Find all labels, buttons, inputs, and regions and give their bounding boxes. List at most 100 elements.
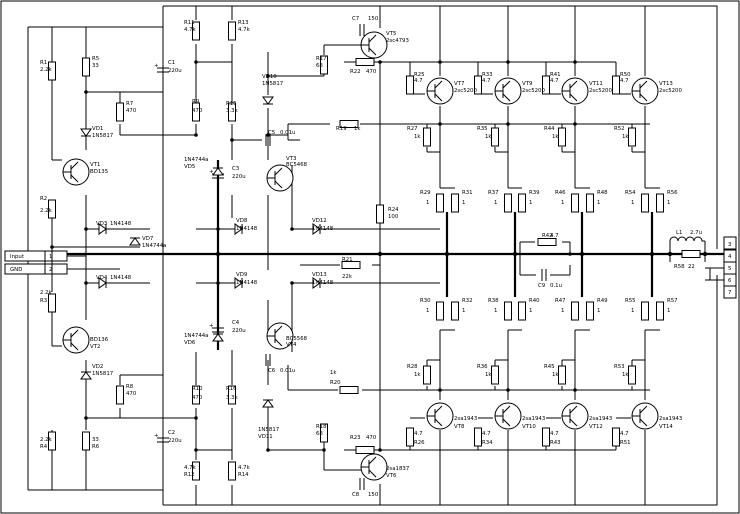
vd4-val: 1N4148 bbox=[110, 275, 132, 281]
r35-name: R35 bbox=[477, 126, 488, 132]
resistor-r36 bbox=[491, 365, 499, 385]
r42-name: R42 bbox=[542, 233, 553, 239]
resistor-r24 bbox=[376, 204, 384, 224]
r32-val: 1 bbox=[462, 308, 465, 314]
r28-name: R28 bbox=[407, 364, 418, 370]
r48-val: 1 bbox=[597, 200, 600, 206]
diode-vd10 bbox=[262, 96, 274, 105]
r48-name: R48 bbox=[597, 190, 608, 196]
resistor-r49 bbox=[586, 301, 594, 321]
resistor-r20 bbox=[339, 386, 359, 394]
resistor-r18 bbox=[320, 423, 328, 443]
r17-val: 68 bbox=[316, 63, 323, 69]
resistor-r12 bbox=[192, 461, 200, 481]
transistor-vt7 bbox=[426, 77, 454, 105]
diode-vd3 bbox=[98, 223, 107, 235]
c9-val: 0.1u bbox=[550, 283, 562, 289]
r41-name: R41 bbox=[550, 72, 561, 78]
diode-vd12 bbox=[312, 223, 321, 235]
capacitor-c9 bbox=[541, 269, 547, 281]
resistor-r23 bbox=[355, 446, 375, 454]
vt9-name: VT9 bbox=[522, 81, 533, 87]
vt5-name: VT5 bbox=[386, 31, 396, 37]
vd12-name: VD12 bbox=[312, 218, 327, 224]
r3-name: R3 bbox=[40, 298, 47, 304]
c5-name: C5 bbox=[268, 130, 275, 136]
c6-name: C6 bbox=[268, 368, 276, 374]
transistor-vt3 bbox=[266, 164, 294, 192]
resistor-r45 bbox=[558, 365, 566, 385]
resistor-r41 bbox=[542, 75, 550, 95]
r34-val: 4.7 bbox=[482, 431, 491, 437]
l1-val: 2.7u bbox=[690, 230, 702, 236]
r40-val: 1 bbox=[529, 308, 532, 314]
r31-name: R31 bbox=[462, 190, 473, 196]
r45-name: R45 bbox=[544, 364, 555, 370]
c8-name: C8 bbox=[352, 492, 360, 498]
vd1-val: 1N5817 bbox=[92, 133, 113, 139]
r11-val: 4.7k bbox=[184, 27, 197, 33]
r37-val: 1 bbox=[494, 200, 497, 206]
r50-name: R50 bbox=[620, 72, 631, 78]
vt7-val: 2sc5200 bbox=[454, 88, 477, 94]
c4-val: 220u bbox=[232, 328, 246, 334]
r10-name: R10 bbox=[192, 386, 203, 392]
resistor-r43 bbox=[542, 427, 550, 447]
vas-wiring bbox=[163, 6, 650, 505]
transistor-vt2 bbox=[62, 326, 90, 354]
vd9-val: 1N4148 bbox=[236, 280, 258, 286]
c4-name: C4 bbox=[232, 320, 240, 326]
r15-val: 3.3k bbox=[226, 108, 239, 114]
c3-val: 220u bbox=[232, 174, 246, 180]
svg-text:+: + bbox=[209, 323, 214, 329]
out-pin-6: 6 bbox=[728, 278, 732, 284]
vd11-name: VD11 bbox=[258, 434, 273, 440]
r56-name: R56 bbox=[667, 190, 678, 196]
pin-2: 2 bbox=[49, 267, 52, 273]
r29-val: 1 bbox=[426, 200, 429, 206]
vd10-val: 1N5817 bbox=[262, 81, 283, 87]
r32-name: R32 bbox=[462, 298, 473, 304]
r57-name: R57 bbox=[667, 298, 678, 304]
r55-val: 1 bbox=[631, 308, 634, 314]
r44-val: 1k bbox=[552, 134, 559, 140]
resistor-r3 bbox=[48, 293, 56, 313]
r25-val: 4.7 bbox=[414, 78, 423, 84]
r26-val: 4.7 bbox=[414, 431, 423, 437]
vt13-name: VT13 bbox=[659, 81, 673, 87]
resistor-r47 bbox=[571, 301, 579, 321]
r10-val: 470 bbox=[192, 395, 203, 401]
vd8-name: VD8 bbox=[236, 218, 248, 224]
r6-name: R6 bbox=[92, 444, 100, 450]
output-bus bbox=[65, 160, 724, 350]
resistor-r48 bbox=[586, 193, 594, 213]
resistor-r11 bbox=[192, 21, 200, 41]
vt3-name: VT3 bbox=[286, 156, 296, 162]
diode-vd7 bbox=[129, 237, 141, 246]
vd11-val: 1N5817 bbox=[258, 427, 279, 433]
resistor-r9 bbox=[192, 102, 200, 122]
r26-name: R26 bbox=[414, 440, 425, 446]
resistor-r5 bbox=[82, 57, 90, 77]
vt14-name: VT14 bbox=[659, 424, 673, 430]
r11-name: R11 bbox=[184, 20, 195, 26]
vd13-name: VD13 bbox=[312, 272, 327, 278]
r21-name: R21 bbox=[342, 257, 353, 263]
r29-name: R29 bbox=[420, 190, 431, 196]
resistor-r57 bbox=[656, 301, 664, 321]
r49-val: 1 bbox=[597, 308, 600, 314]
vt1-val: BD135 bbox=[90, 169, 108, 175]
r6-val: 33 bbox=[92, 437, 99, 443]
r35-val: 1k bbox=[485, 134, 492, 140]
vt11-name: VT11 bbox=[589, 81, 603, 87]
r28-val: 1k bbox=[414, 372, 421, 378]
resistor-r55 bbox=[641, 301, 649, 321]
r34-name: R34 bbox=[482, 440, 493, 446]
vd13-val: 1N4148 bbox=[312, 280, 334, 286]
resistor-r53 bbox=[628, 365, 636, 385]
r55-name: R55 bbox=[625, 298, 636, 304]
r23-name: R23 bbox=[350, 435, 361, 441]
diode-vd9 bbox=[234, 277, 243, 289]
diode-vd4 bbox=[98, 277, 107, 289]
resistor-r2 bbox=[48, 199, 56, 219]
